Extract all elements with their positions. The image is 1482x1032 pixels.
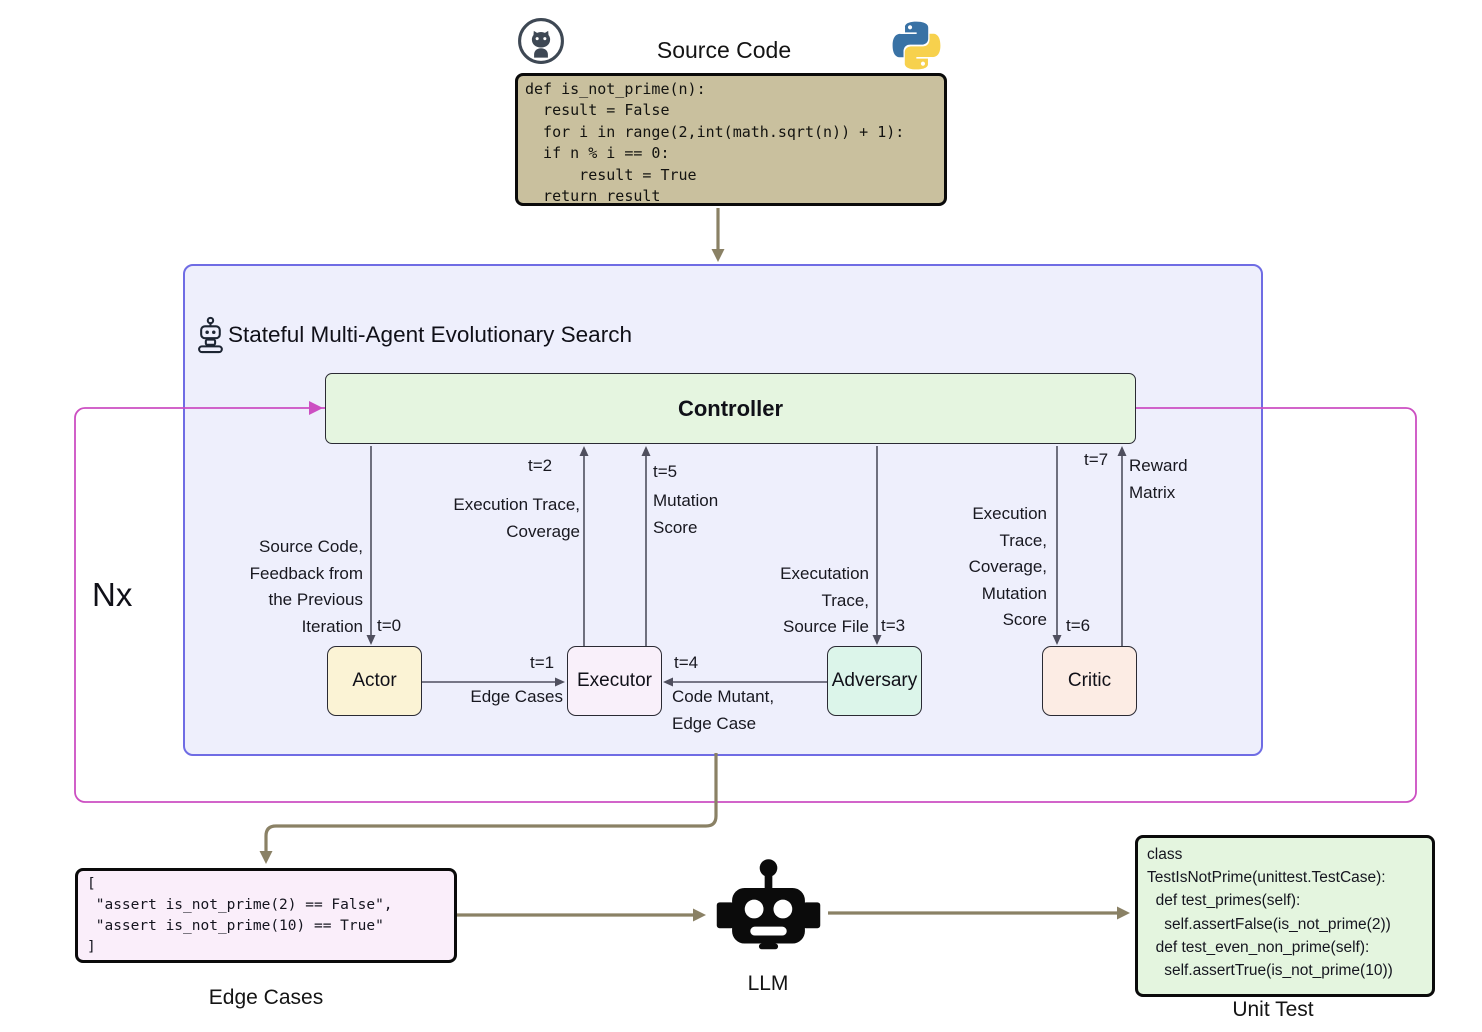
edge-t1-tag: t=1 xyxy=(530,653,555,672)
edge-cases-box: [ "assert is_not_prime(2) == False", "as… xyxy=(75,868,457,963)
agent-critic-box: Critic xyxy=(1042,646,1137,716)
edge-t2-desc: Execution Trace, Coverage xyxy=(453,495,580,541)
edge-t4-desc: Code Mutant, Edge Case xyxy=(672,687,775,733)
edge-t6-desc: Execution Trace, Coverage, Mutation Scor… xyxy=(968,504,1047,629)
unit-test-box: class TestIsNotPrime(unittest.TestCase):… xyxy=(1135,835,1435,997)
arrow-search-to-edge-cases xyxy=(259,753,718,864)
llm-label: LLM xyxy=(747,972,789,995)
edge-t3-tag: t=3 xyxy=(881,616,906,635)
page-title: Source Code xyxy=(656,37,792,63)
agent-actor-box: Actor xyxy=(327,646,422,716)
edge-t3-desc: Executation Trace, Source File xyxy=(780,564,869,636)
edge-t6-tag: t=6 xyxy=(1066,616,1091,635)
unit-test-label: Unit Test xyxy=(1232,998,1314,1021)
robot-icon xyxy=(196,315,227,355)
edge-t4-tag: t=4 xyxy=(674,653,699,672)
nx-label: Nx xyxy=(92,576,133,613)
source-code-box: def is_not_prime(n): result = False for … xyxy=(515,73,947,206)
search-title: Stateful Multi-Agent Evolutionary Search xyxy=(228,322,632,347)
github-icon xyxy=(517,17,565,65)
edge-cases-label: Edge Cases xyxy=(208,986,324,1009)
python-icon xyxy=(891,20,942,71)
edge-t0-tag: t=0 xyxy=(377,616,402,635)
edge-t1-desc: Edge Cases xyxy=(470,687,563,706)
edge-t5-desc: Mutation Score xyxy=(653,491,719,537)
edge-t5-tag: t=5 xyxy=(653,462,678,481)
edge-t0-desc: Source Code, Feedback from the Previous … xyxy=(249,537,363,636)
edge-t2-tag: t=2 xyxy=(528,456,553,475)
agent-executor-box: Executor xyxy=(567,646,662,716)
edge-t7-desc: Reward Matrix xyxy=(1129,456,1188,502)
robot-llm-icon xyxy=(711,856,826,964)
agent-adversary-box: Adversary xyxy=(827,646,922,716)
edge-t7-tag: t=7 xyxy=(1084,450,1109,469)
controller-box: Controller xyxy=(325,373,1136,444)
